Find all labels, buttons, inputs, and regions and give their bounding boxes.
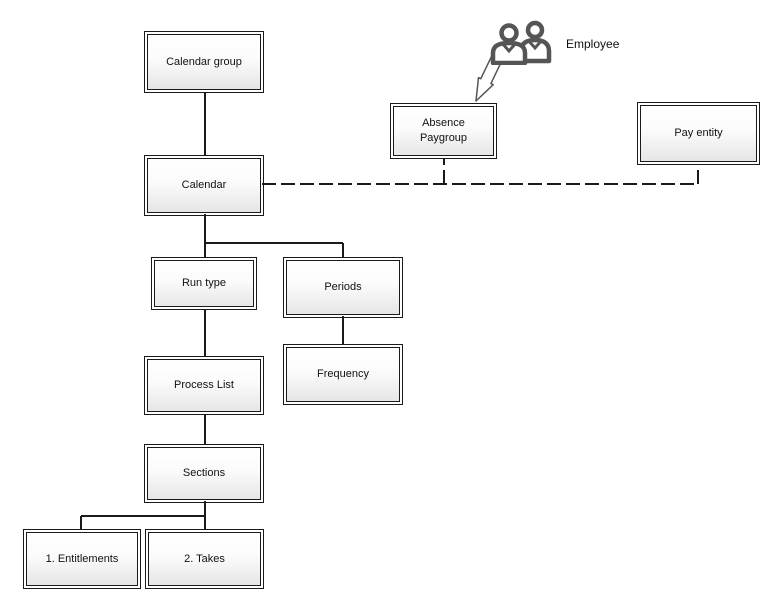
sections-node: Sections	[144, 444, 264, 503]
sections-label: Sections	[182, 467, 226, 479]
people-icon	[490, 20, 552, 65]
entitlements-label: 1. Entitlements	[45, 552, 119, 565]
takes-label: 2. Takes	[184, 552, 225, 565]
absence-paygroup-label-line1: Absence	[422, 117, 465, 129]
frequency-label: Frequency	[317, 368, 369, 380]
calendar-group-label: Calendar group	[166, 55, 242, 68]
absence-paygroup-node: Absence Paygroup	[390, 103, 497, 159]
process-list-label: Process List	[174, 379, 234, 391]
run-type-label: Run type	[181, 277, 227, 289]
calendar-label: Calendar	[181, 179, 227, 191]
calendar-group-node: Calendar group	[144, 31, 264, 93]
calendar-node: Calendar	[144, 155, 264, 216]
absence-paygroup-label-line2: Paygroup	[419, 132, 468, 144]
pay-entity-label: Pay entity	[674, 127, 723, 139]
pay-entity-node: Pay entity	[637, 102, 760, 165]
arrow-icon	[475, 55, 503, 102]
run-type-node: Run type	[151, 257, 257, 310]
takes-node: 2. Takes	[145, 529, 264, 589]
process-list-node: Process List	[144, 356, 264, 415]
entitlements-node: 1. Entitlements	[23, 529, 141, 589]
periods-label: Periods	[324, 281, 362, 293]
frequency-node: Frequency	[283, 344, 403, 405]
periods-node: Periods	[283, 257, 403, 318]
employee-label: Employee	[566, 37, 620, 51]
